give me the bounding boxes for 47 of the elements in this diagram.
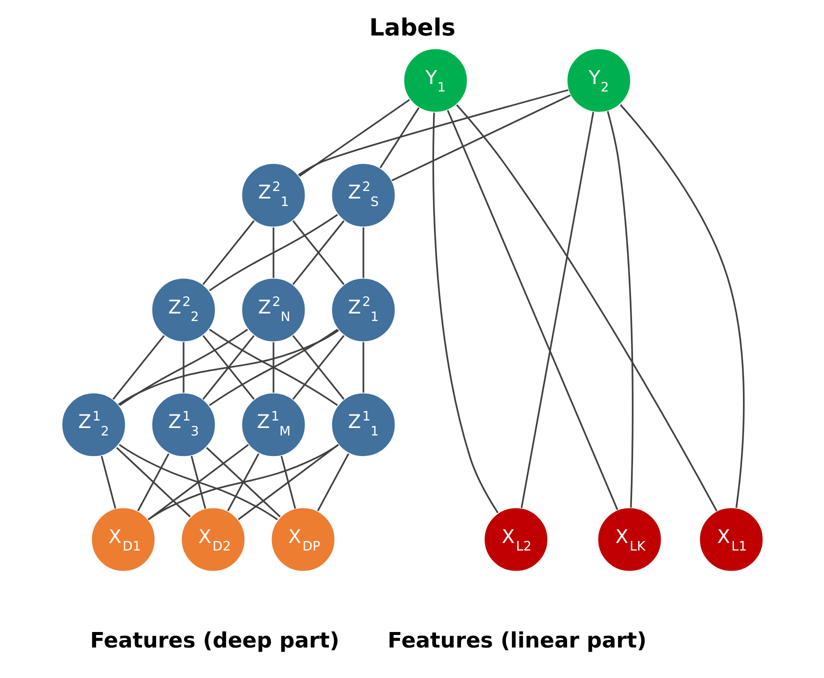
node-circle: X$_{L1}$	[698, 506, 764, 572]
connector	[379, 107, 420, 168]
node-circle: X$_{L2}$	[482, 506, 548, 572]
connector	[147, 444, 248, 520]
connector	[362, 227, 364, 278]
connector	[118, 444, 278, 520]
connector	[292, 335, 344, 400]
node-circle: X$_{D2}$	[180, 506, 246, 572]
connector	[316, 453, 349, 512]
connector	[118, 330, 339, 406]
connector	[116, 447, 190, 518]
connector	[202, 220, 254, 286]
connector	[272, 342, 274, 393]
connector	[391, 94, 570, 182]
connector	[208, 214, 338, 292]
connector	[606, 111, 633, 508]
connector	[520, 112, 594, 508]
connector	[432, 112, 498, 514]
connector	[237, 444, 338, 520]
node-circle: X$_{D1}$	[90, 506, 156, 572]
connector	[202, 335, 254, 400]
connector	[297, 89, 568, 176]
connector	[136, 453, 169, 512]
connector	[298, 99, 410, 177]
node-circle: X$_{LK}$	[596, 506, 662, 572]
node-circle: Y$_{2}$	[566, 48, 631, 114]
connector	[118, 328, 248, 406]
connector	[280, 456, 296, 509]
connector	[190, 456, 206, 509]
connector	[147, 444, 338, 520]
node-circle: Y$_{1}$	[402, 48, 468, 114]
node-circle: X$_{DP}$	[270, 506, 336, 572]
diagram-title: Labels	[368, 14, 456, 42]
connector	[112, 335, 164, 400]
connector	[206, 447, 280, 518]
connector	[292, 220, 344, 286]
label: Features (deep part)	[90, 628, 339, 654]
connector	[362, 342, 364, 393]
connector	[182, 342, 184, 393]
connector	[456, 104, 717, 512]
connector	[100, 456, 116, 509]
connector	[208, 328, 338, 406]
connector	[226, 453, 259, 512]
label: Features (linear part)	[387, 628, 646, 654]
connector	[619, 104, 744, 508]
connector	[446, 110, 618, 510]
connector	[272, 227, 274, 278]
